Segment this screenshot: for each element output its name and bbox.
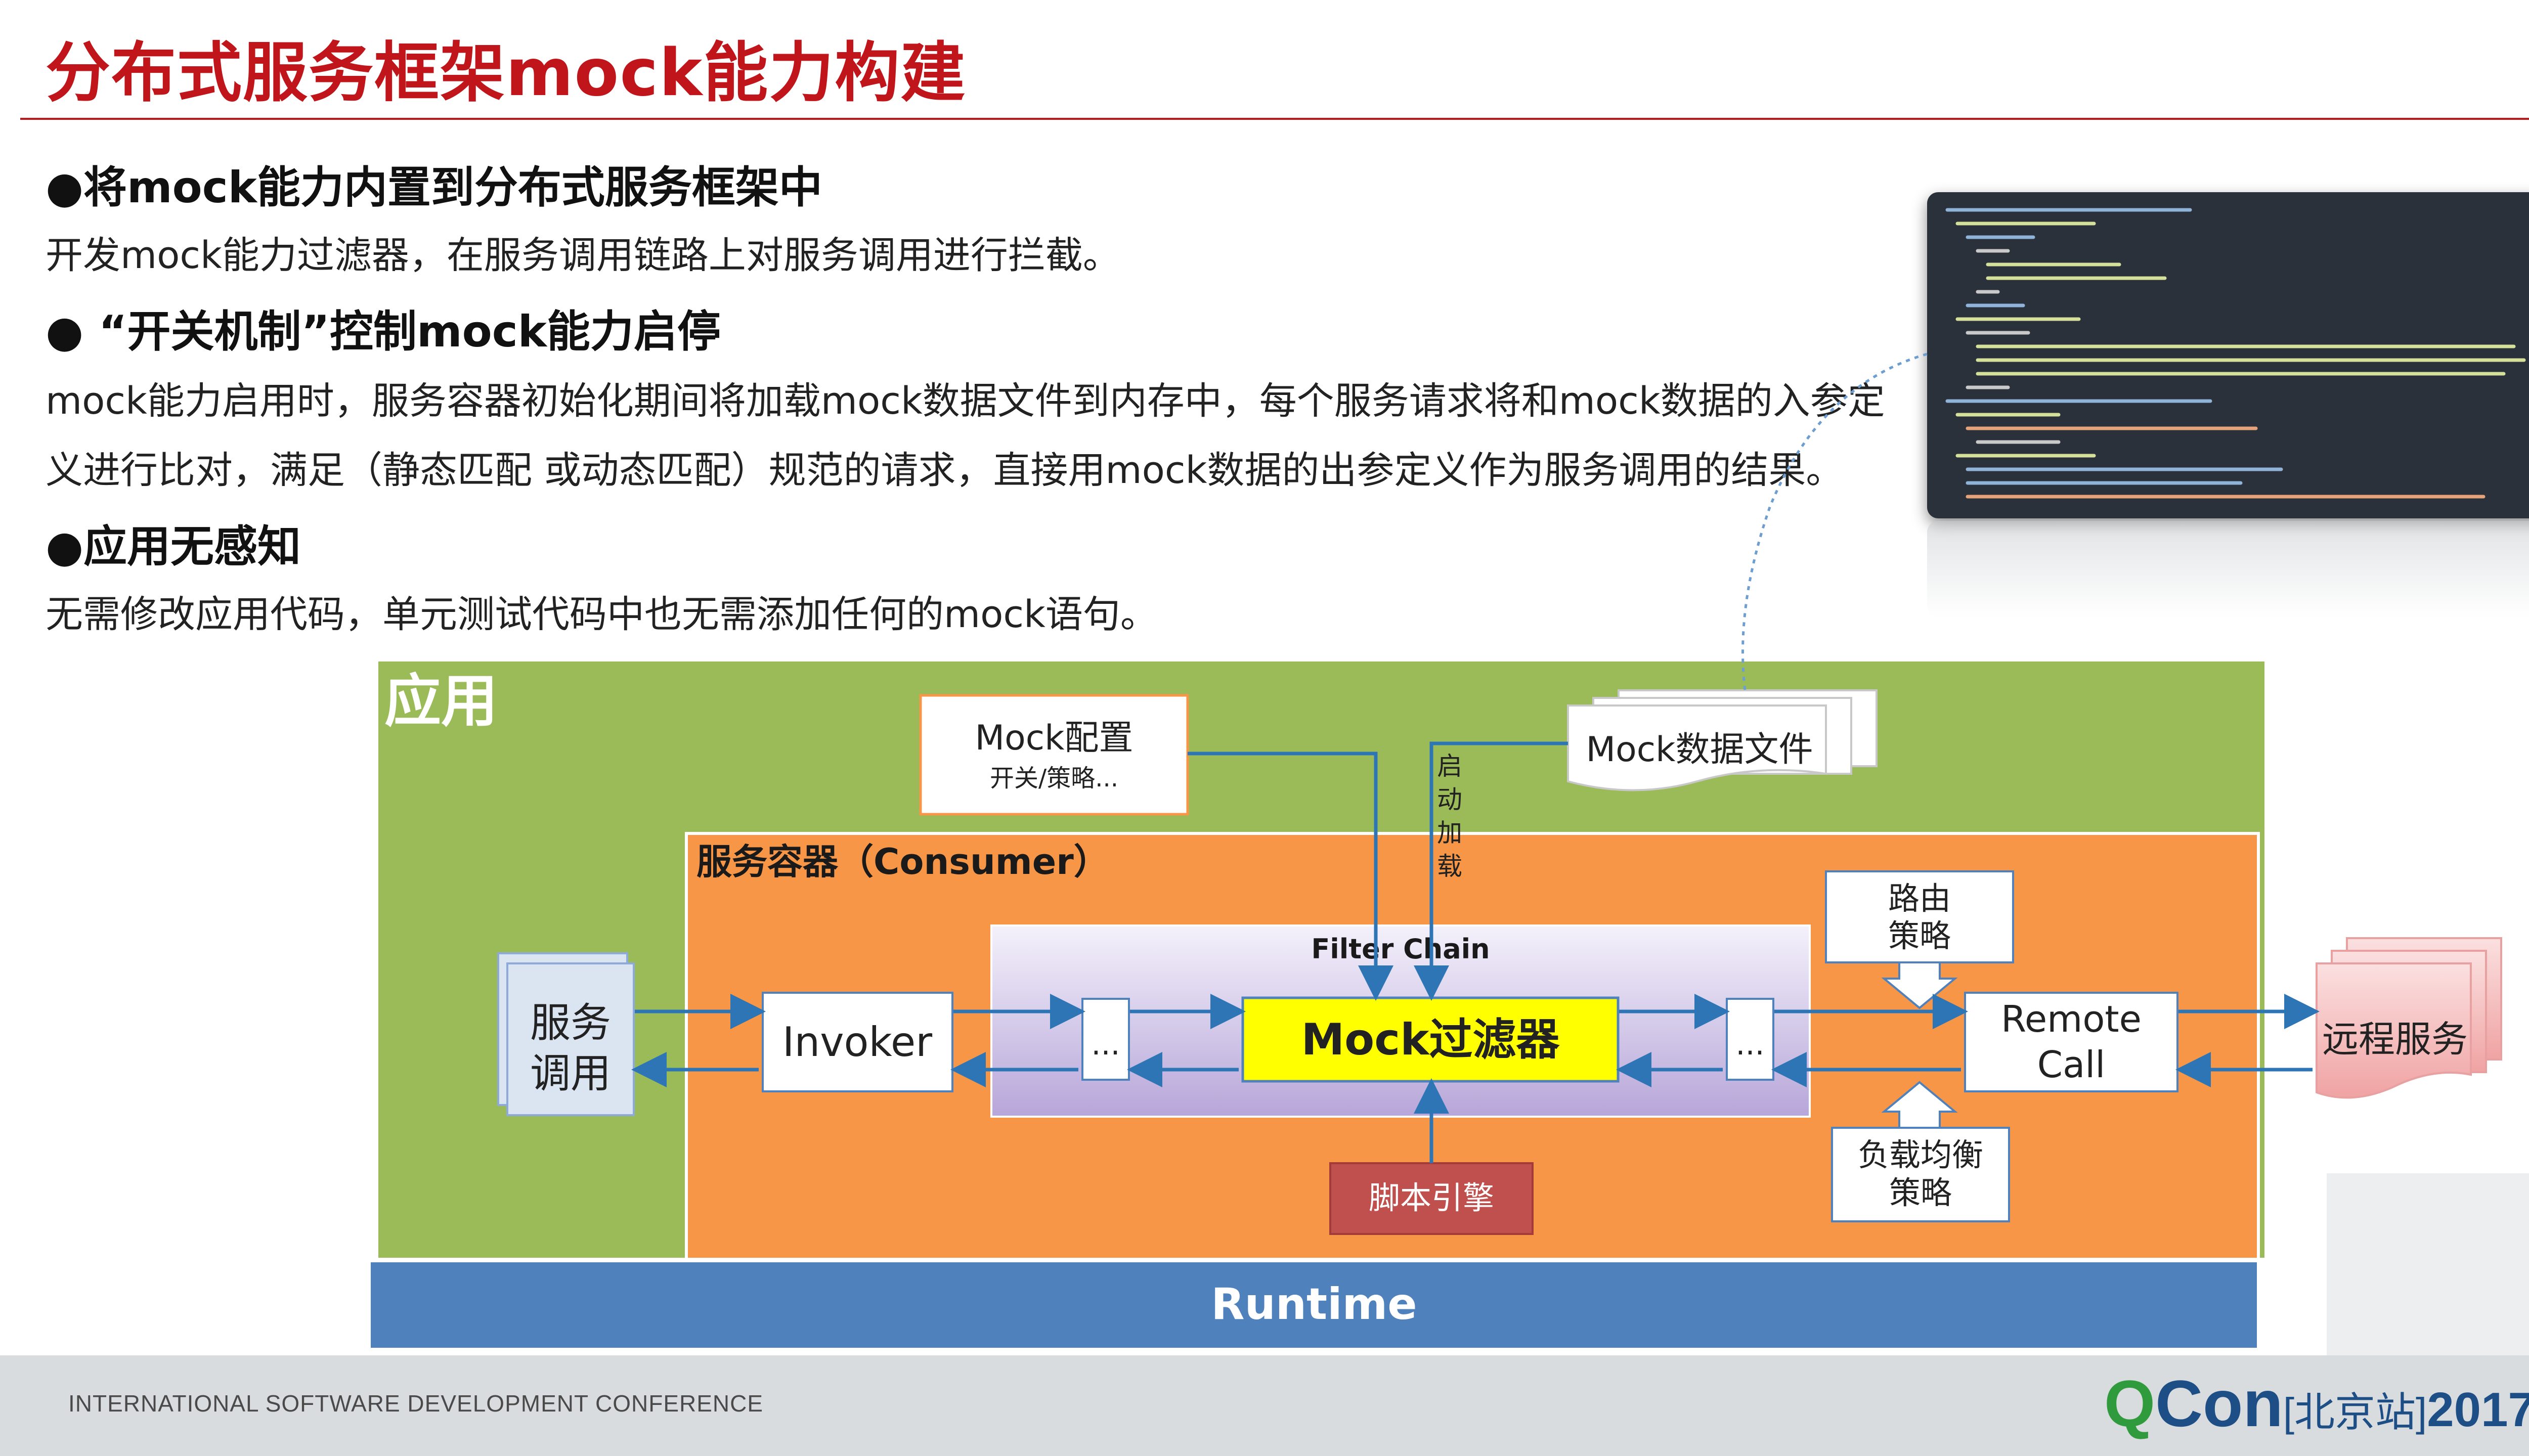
arrow-datafile-to-filter <box>1414 741 1568 1001</box>
bullet-text-2b: 义进行比对，满足（静态匹配 或动态匹配）规范的请求，直接用mock数据的出参定义… <box>46 449 1844 492</box>
filter-left-ellipsis: ... <box>1091 1027 1120 1062</box>
script-engine-box <box>1329 1162 1534 1235</box>
bullet-heading-1: ●将mock能力内置到分布式服务框架中 <box>46 162 822 213</box>
invoker-label: Invoker <box>782 1019 932 1066</box>
code-lines-graphic <box>1945 208 2526 499</box>
invoker-box <box>762 992 953 1092</box>
service-call-line2: 调用 <box>530 1050 611 1097</box>
runtime-bar <box>368 1259 2260 1351</box>
load-balance-box <box>1831 1127 2010 1222</box>
qcon-logo-con: Con <box>2155 1366 2283 1440</box>
mock-config-title: Mock配置 <box>975 718 1133 758</box>
slide-title: 分布式服务框架mock能力构建 <box>46 35 967 111</box>
qcon-logo: QCon[北京站]2017 <box>2104 1365 2529 1441</box>
startup-load-label: 启 动 加 载 <box>1437 752 1462 881</box>
remote-call-line2: Call <box>2037 1043 2105 1086</box>
bullet-text-1: 开发mock能力过滤器，在服务调用链路上对服务调用进行拦截。 <box>46 234 1120 277</box>
qcon-year: 2017 <box>2427 1383 2529 1437</box>
filter-left-ellipsis-box <box>1081 998 1130 1081</box>
conference-name: INTERNATIONAL SOFTWARE DEVELOPMENT CONFE… <box>68 1390 764 1417</box>
remote-call-box <box>1964 992 2178 1092</box>
routing-strategy-box <box>1825 870 2014 963</box>
runtime-label: Runtime <box>1211 1279 1417 1330</box>
bullet-heading-3: ●应用无感知 <box>46 521 301 572</box>
routing-strategy-line2: 策略 <box>1888 917 1951 954</box>
code-screenshot <box>1927 192 2529 518</box>
remote-service-label: 远程服务 <box>2322 1018 2468 1061</box>
mock-config-box <box>919 694 1189 816</box>
code-screenshot-reflection <box>1927 521 2529 617</box>
startup-load-char-2: 动 <box>1437 785 1462 814</box>
script-engine-label: 脚本引擎 <box>1369 1179 1494 1216</box>
app-label: 应用 <box>384 669 498 734</box>
bullet-text-2a: mock能力启用时，服务容器初始化期间将加载mock数据文件到内存中，每个服务请… <box>46 379 1885 423</box>
routing-down-arrow <box>1881 961 1958 1009</box>
background-decoration <box>2327 1173 2529 1355</box>
arrow-config-to-filter <box>1188 752 1393 1001</box>
bullet-heading-2: ● “开关机制”控制mock能力启停 <box>46 306 721 357</box>
startup-load-char-1: 启 <box>1437 752 1462 781</box>
mock-config-subtitle: 开关/策略... <box>990 764 1118 792</box>
title-divider <box>20 118 2529 120</box>
bullet-text-3: 无需修改应用代码，单元测试代码中也无需添加任何的mock语句。 <box>46 593 1158 636</box>
container-label: 服务容器（Consumer） <box>696 841 1109 883</box>
code-to-data-connector <box>1741 352 1928 691</box>
startup-load-char-4: 载 <box>1437 852 1462 881</box>
filter-right-ellipsis-box <box>1726 998 1774 1081</box>
service-call-line1: 服务 <box>530 999 611 1046</box>
mock-data-file-label: Mock数据文件 <box>1586 730 1813 770</box>
load-balance-line2: 策略 <box>1889 1174 1952 1211</box>
mock-filter-label: Mock过滤器 <box>1301 1014 1560 1065</box>
mock-filter-box <box>1241 996 1620 1083</box>
service-call-stack <box>497 952 635 1116</box>
mock-data-file-stack <box>1567 689 1878 791</box>
remote-call-line1: Remote <box>2001 998 2142 1040</box>
load-balance-up-arrow <box>1881 1081 1958 1129</box>
load-balance-line1: 负载均衡 <box>1858 1136 1983 1173</box>
qcon-location: [北京站] <box>2283 1390 2427 1435</box>
remote-service-stack <box>2316 937 2502 1099</box>
routing-strategy-line1: 路由 <box>1888 880 1951 917</box>
filter-right-ellipsis: ... <box>1735 1027 1764 1062</box>
footer-bar <box>0 1355 2529 1456</box>
filter-chain-label: Filter Chain <box>1311 933 1490 965</box>
startup-load-char-3: 加 <box>1437 818 1462 848</box>
qcon-logo-q: Q <box>2104 1366 2156 1440</box>
